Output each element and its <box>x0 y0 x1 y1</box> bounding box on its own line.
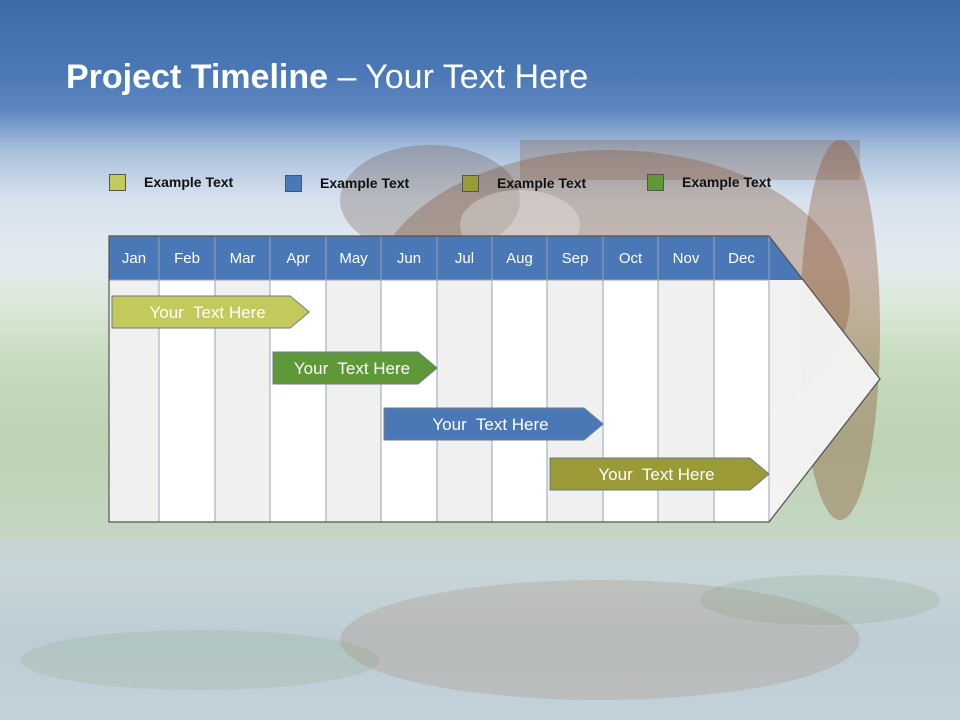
month-column <box>437 280 492 522</box>
legend-item: Example Text <box>109 172 233 192</box>
month-label: Feb <box>174 250 200 267</box>
task-bar-label: Your Text Here <box>598 465 714 484</box>
legend-swatch <box>647 173 664 191</box>
task-bar <box>111 295 310 329</box>
month-column <box>492 280 547 522</box>
month-label: Jan <box>122 250 146 267</box>
legend-item: Example Text <box>462 173 586 193</box>
slide-title: Project Timeline – Your Text Here <box>66 58 588 97</box>
month-label: Apr <box>286 250 309 267</box>
title-bold: Project Timeline <box>66 58 329 96</box>
month-label: Nov <box>673 250 700 267</box>
legend-swatch <box>462 174 479 192</box>
legend-item: Example Text <box>647 172 771 192</box>
timeline-arrow-outline <box>108 235 881 523</box>
month-column <box>381 280 437 522</box>
month-label: Mar <box>230 250 256 267</box>
task-bar-label: Your Text Here <box>149 303 265 322</box>
month-label: Dec <box>728 250 755 267</box>
task-bar <box>549 457 770 491</box>
month-label: Sep <box>562 250 589 267</box>
legend-swatch <box>285 174 302 192</box>
task-bar-label: Your Text Here <box>432 415 548 434</box>
legend-swatch <box>109 173 126 191</box>
legend-label: Example Text <box>682 174 772 190</box>
month-label: Jul <box>455 250 474 267</box>
month-label: May <box>339 250 368 267</box>
month-header-band <box>109 236 804 280</box>
legend-label: Example Text <box>144 174 234 190</box>
month-column <box>326 280 381 522</box>
title-rest: – Your Text Here <box>328 58 589 96</box>
task-bar-label: Your Text Here <box>294 359 410 378</box>
task-bar <box>383 407 604 441</box>
month-label: Oct <box>619 250 643 267</box>
legend-label: Example Text <box>497 175 587 191</box>
month-label: Jun <box>397 250 421 267</box>
legend-item: Example Text <box>285 173 409 193</box>
legend-label: Example Text <box>320 175 410 191</box>
month-label: Aug <box>506 250 533 267</box>
task-bar <box>272 351 438 385</box>
